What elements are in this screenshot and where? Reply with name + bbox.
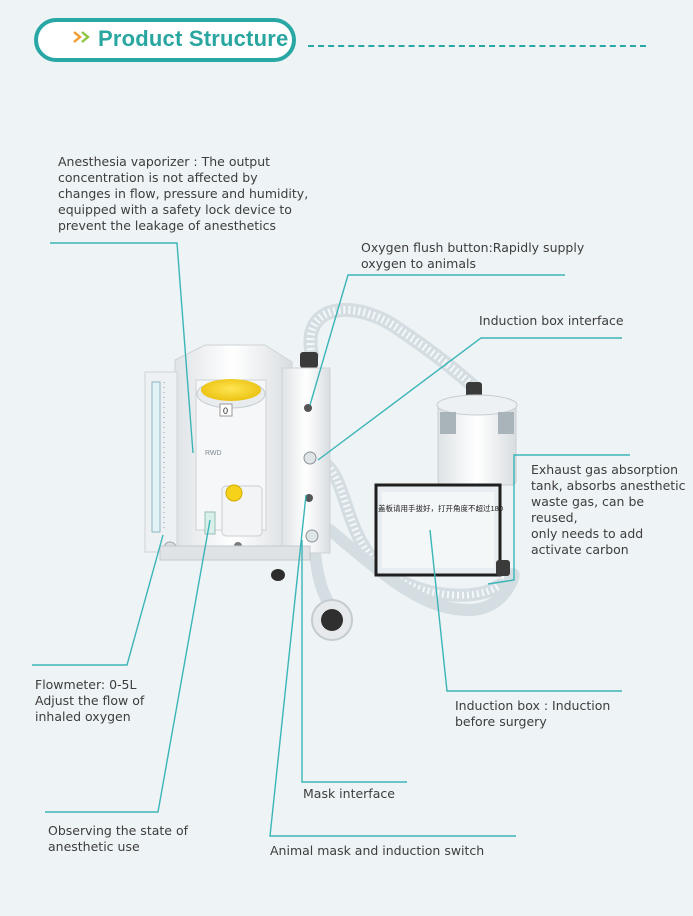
exhaust-hose-ribs: [306, 306, 475, 388]
brand-label: RWD: [205, 450, 222, 457]
induction-hose-ribs: [316, 456, 503, 599]
leader-lines: [32, 242, 630, 837]
tank-clip: [440, 412, 456, 434]
induction-box-sticker: 盖板请用手拔好，打开角度不超过180: [378, 503, 503, 513]
callout-mask-switch: Animal mask and induction switch: [270, 843, 485, 858]
leader-exhaust: [487, 454, 630, 585]
header-dashed-rule: [308, 45, 646, 47]
mask-opening: [321, 609, 343, 631]
machine-base: [159, 545, 311, 561]
box-connector: [496, 560, 510, 576]
induction-port: [303, 451, 317, 465]
leader-induction-interface: [317, 337, 622, 461]
callout-induction-box: Induction box : Induction before surgery: [455, 698, 611, 729]
flowmeter-tube: [151, 381, 161, 533]
fill-cap: [225, 484, 243, 502]
page-title: Product Structure: [98, 26, 289, 51]
induction-box-glass: [382, 492, 494, 568]
leader-mask-interface: [301, 540, 407, 783]
exhaust-tank-lid: [436, 394, 518, 416]
mask-port: [305, 529, 319, 543]
leader-oxygen-flush: [309, 274, 565, 406]
foot: [271, 569, 285, 581]
hose-connector: [300, 352, 318, 368]
callout-observing: Observing the state of anesthetic use: [48, 823, 188, 854]
leader-observing: [45, 519, 211, 813]
tank-clip: [498, 412, 514, 434]
vaporizer-dial: [201, 379, 261, 401]
double-chevron-icon: [73, 31, 90, 43]
induction-switch: [305, 494, 313, 502]
callout-vaporizer: Anesthesia vaporizer : The output concen…: [58, 154, 309, 233]
callout-exhaust: Exhaust gas absorption tank, absorbs ane…: [531, 462, 686, 557]
callout-oxygen-flush: Oxygen flush button:Rapidly supply oxyge…: [361, 240, 585, 271]
leader-induction-box: [429, 529, 622, 692]
leader-mask-switch: [269, 494, 516, 837]
callout-flowmeter: Flowmeter: 0-5L Adjust the flow of inhal…: [35, 677, 145, 724]
oxygen-flush-button: [304, 404, 312, 412]
dial-window: [219, 403, 233, 417]
leader-vaporizer: [50, 242, 194, 454]
callout-induction-interface: Induction box interface: [479, 313, 624, 328]
leader-flowmeter: [32, 534, 164, 666]
callout-mask-interface: Mask interface: [303, 786, 395, 801]
flowmeter-body: [144, 371, 178, 553]
dial-number: 0: [223, 406, 228, 416]
